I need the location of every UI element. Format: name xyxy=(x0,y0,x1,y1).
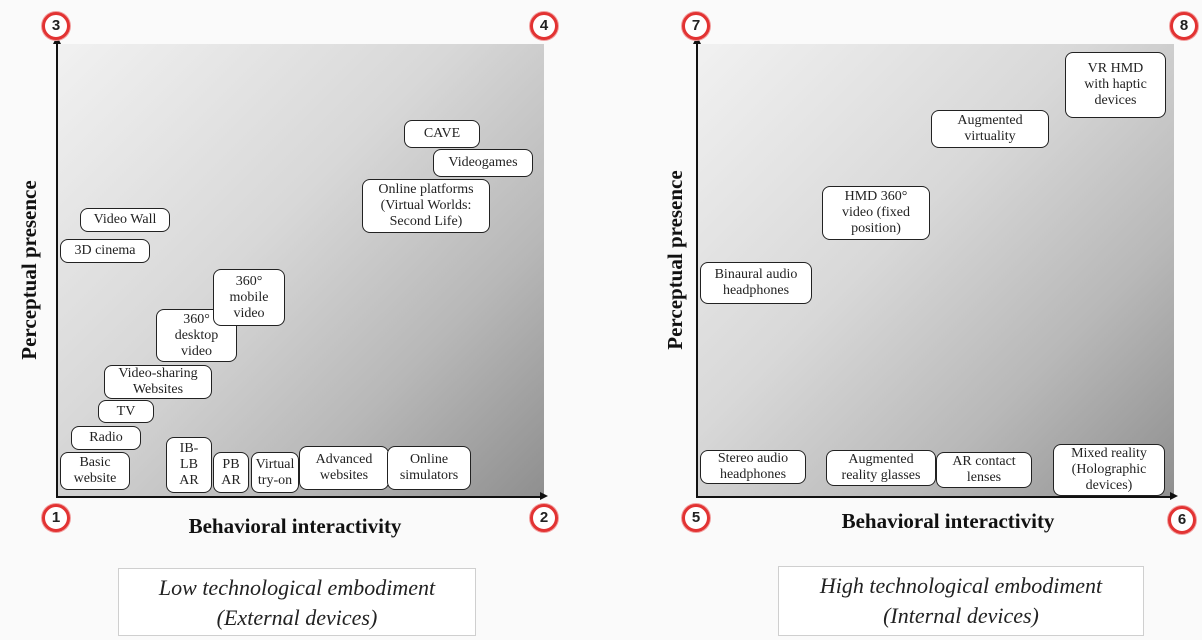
y-axis-arrow-left xyxy=(53,36,61,44)
x-axis-arrow-right xyxy=(1170,492,1178,500)
item-cave: CAVE xyxy=(404,120,480,148)
item-augmented-reality-glasses: Augmented reality glasses xyxy=(826,450,936,486)
item-basic-website: Basic website xyxy=(60,452,130,490)
item-pb-ar: PB AR xyxy=(213,452,249,493)
corner-marker-7: 7 xyxy=(682,12,710,40)
x-axis-label-left: Behavioral interactivity xyxy=(188,514,402,538)
corner-marker-2: 2 xyxy=(530,504,558,532)
caption-low-line2: (External devices) xyxy=(216,605,378,630)
corner-marker-5: 5 xyxy=(682,504,710,532)
item-video-sharing-websites: Video-sharing Websites xyxy=(104,365,212,399)
item-mixed-reality: Mixed reality (Holographic devices) xyxy=(1053,444,1165,496)
item-radio: Radio xyxy=(71,426,141,450)
item-hmd-360-video: HMD 360° video (fixed position) xyxy=(822,186,930,240)
item-online-simulators: Online simulators xyxy=(387,446,471,490)
x-axis-label-right: Behavioral interactivity xyxy=(841,509,1055,533)
caption-high-embodiment: High technological embodiment (Internal … xyxy=(778,566,1144,636)
y-axis-label-left: Perceptual presence xyxy=(17,180,41,360)
item-vr-hmd-haptic: VR HMD with haptic devices xyxy=(1065,52,1166,118)
item-videogames: Videogames xyxy=(433,149,533,177)
caption-low-embodiment: Low technological embodiment (External d… xyxy=(118,568,476,636)
caption-high-line1: High technological embodiment xyxy=(819,573,1103,598)
y-axis-arrow-right xyxy=(693,36,701,44)
corner-marker-3: 3 xyxy=(42,12,70,40)
corner-marker-6: 6 xyxy=(1168,506,1196,534)
caption-high-line2: (Internal devices) xyxy=(883,603,1039,628)
item-video-wall: Video Wall xyxy=(80,208,170,232)
item-360-mobile-video: 360° mobile video xyxy=(213,269,285,326)
item-ar-contact-lenses: AR contact lenses xyxy=(936,452,1032,488)
corner-marker-4: 4 xyxy=(530,12,558,40)
item-stereo-audio-headphones: Stereo audio headphones xyxy=(700,450,806,484)
item-3d-cinema: 3D cinema xyxy=(60,239,150,263)
item-augmented-virtuality: Augmented virtuality xyxy=(931,110,1049,148)
x-axis-arrow-left xyxy=(540,492,548,500)
item-tv: TV xyxy=(98,400,154,423)
item-binaural-audio-headphones: Binaural audio headphones xyxy=(700,262,812,304)
item-online-platforms: Online platforms (Virtual Worlds: Second… xyxy=(362,179,490,233)
caption-low-line1: Low technological embodiment xyxy=(158,575,436,600)
item-advanced-websites: Advanced websites xyxy=(299,446,389,490)
corner-marker-8: 8 xyxy=(1170,12,1198,40)
item-virtual-try-on: Virtual try-on xyxy=(251,452,299,493)
y-axis-label-right: Perceptual presence xyxy=(663,170,687,350)
item-ib-lb-ar: IB- LB AR xyxy=(166,437,212,493)
corner-marker-1: 1 xyxy=(42,504,70,532)
